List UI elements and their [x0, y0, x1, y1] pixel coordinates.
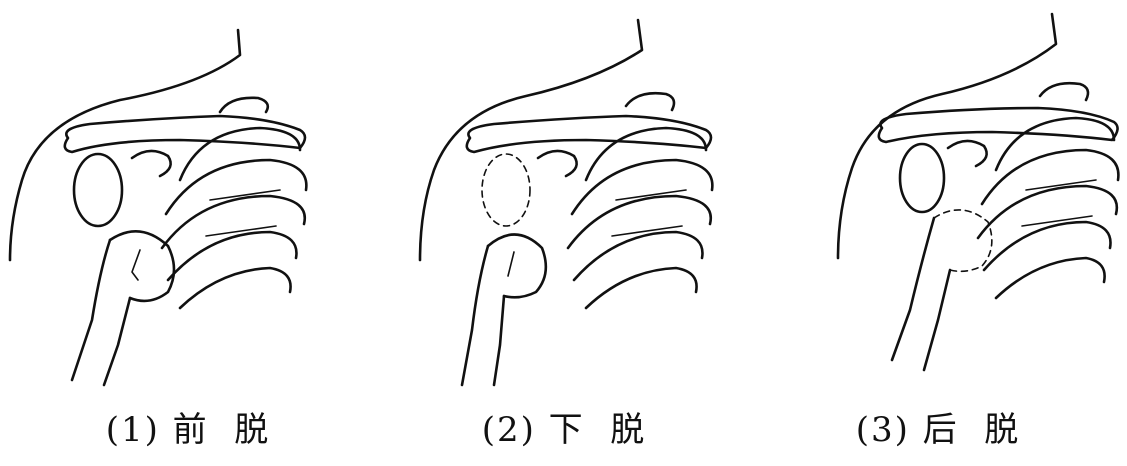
caption-posterior: (3) 后 脱 — [758, 402, 1118, 451]
panel-posterior-dislocation: (3) 后 脱 — [752, 0, 1127, 466]
panel-inferior-dislocation: (2) 下 脱 — [376, 0, 752, 466]
caption-inferior: (2) 下 脱 — [384, 402, 744, 451]
shoulder-anterior-illustration — [0, 0, 376, 400]
shoulder-posterior-illustration — [752, 0, 1127, 400]
caption-anterior: (1) 前 脱 — [8, 402, 368, 451]
shoulder-inferior-illustration — [376, 0, 752, 400]
panel-anterior-dislocation: (1) 前 脱 — [0, 0, 376, 466]
